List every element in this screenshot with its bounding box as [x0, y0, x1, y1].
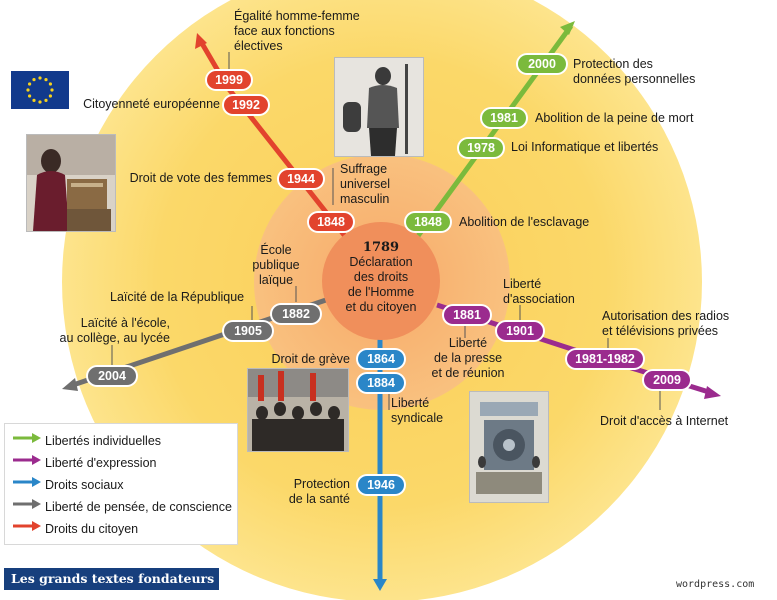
badge-2009: 2009 [644, 371, 690, 389]
strike-illustration [248, 369, 348, 451]
center-text: Déclaration des droits de l'Homme et du … [345, 255, 417, 314]
photo-worker [334, 57, 424, 157]
center-circle [322, 222, 440, 340]
badge-1905: 1905 [224, 322, 272, 340]
badge-2004: 2004 [88, 367, 136, 385]
footer-title: Les grands textes fondateurs [4, 568, 219, 590]
badge-1981-green: 1981 [482, 109, 526, 127]
badge-1978: 1978 [459, 139, 503, 157]
badge-1848-green: 1848 [406, 213, 450, 231]
printing-press-illustration [470, 392, 548, 502]
badge-1848-red: 1848 [309, 213, 353, 231]
legend-label: Liberté de pensée, de conscience [45, 500, 232, 514]
label-protection-donnees: Protection des données personnelles [573, 57, 696, 86]
label-abolition-esclavage: Abolition de l'esclavage [459, 215, 590, 229]
legend: Libertés individuelles Liberté d'express… [4, 423, 238, 545]
label-egalite-homme-femme: Égalité homme-femme face aux fonctions é… [234, 9, 360, 53]
label-protection-sante: Protection de la santé [288, 477, 350, 506]
label-autorisation-radios: Autorisation des radios et télévisions p… [602, 309, 730, 338]
label-droit-acces-internet: Droit d'accès à Internet [600, 414, 729, 428]
watermark: wordpress.com [676, 579, 755, 590]
green-arrowhead [560, 21, 575, 35]
center-declaration: 1789 Déclaration des droits de l'Homme e… [322, 240, 440, 315]
purple-arrowhead [704, 386, 721, 399]
legend-item-citizen: Droits du citoyen [13, 520, 235, 540]
label-laicite-republique: Laïcité de la République [110, 290, 245, 304]
badge-1944: 1944 [279, 170, 323, 188]
label-laicite-ecole: Laïcité à l'école, au collège, au lycée [59, 316, 171, 345]
badge-1864: 1864 [358, 350, 404, 368]
photo-voting-woman [26, 134, 116, 232]
label-liberte-presse: Liberté de la presse et de réunion [431, 336, 505, 380]
arrow-right-icon [13, 477, 41, 487]
badge-1992: 1992 [224, 96, 268, 114]
badge-1901: 1901 [497, 322, 543, 340]
legend-item-social: Droits sociaux [13, 476, 235, 496]
arrow-right-icon [13, 455, 41, 465]
label-liberte-association: Liberté d'association [503, 277, 575, 306]
photo-strike [247, 368, 349, 452]
blue-arrowhead [373, 579, 387, 591]
legend-label: Droits du citoyen [45, 522, 139, 536]
red-arrowhead [195, 33, 207, 49]
badge-1946: 1946 [358, 476, 404, 494]
badge-1884: 1884 [358, 374, 404, 392]
label-droit-greve: Droit de grève [271, 352, 350, 366]
leader-lines [111, 52, 661, 410]
legend-item-conscience: Liberté de pensée, de conscience [13, 498, 235, 518]
legend-label: Liberté d'expression [45, 456, 157, 470]
legend-item-individual: Libertés individuelles [13, 432, 235, 452]
gray-arrowhead [62, 378, 78, 391]
badge-1981-1982: 1981-1982 [567, 350, 643, 368]
label-droit-vote-femmes: Droit de vote des femmes [129, 171, 272, 185]
legend-label: Droits sociaux [45, 478, 124, 492]
legend-item-expression: Liberté d'expression [13, 454, 235, 474]
arrow-right-icon [13, 521, 41, 531]
label-citoyennete-europeenne: Citoyenneté européenne [83, 97, 220, 111]
label-liberte-syndicale: Liberté syndicale [391, 396, 444, 425]
badge-1999: 1999 [207, 71, 251, 89]
badge-1881: 1881 [444, 306, 490, 324]
legend-label: Libertés individuelles [45, 434, 162, 448]
badge-1882: 1882 [272, 305, 320, 323]
eu-stars-icon [26, 76, 54, 104]
eu-flag-icon [11, 71, 69, 109]
center-year: 1789 [362, 240, 400, 255]
worker-illustration [335, 58, 423, 156]
label-loi-informatique: Loi Informatique et libertés [511, 140, 659, 154]
arrow-right-icon [13, 433, 41, 443]
photo-printing-press [469, 391, 549, 503]
badge-2000: 2000 [518, 55, 566, 73]
label-ecole-publique-laique: École publique laïque [252, 243, 300, 287]
voting-woman-illustration [27, 135, 115, 231]
label-abolition-peine-mort: Abolition de la peine de mort [535, 111, 694, 125]
label-suffrage-universel: Suffrage universel masculin [340, 162, 391, 206]
arrow-right-icon [13, 499, 41, 509]
